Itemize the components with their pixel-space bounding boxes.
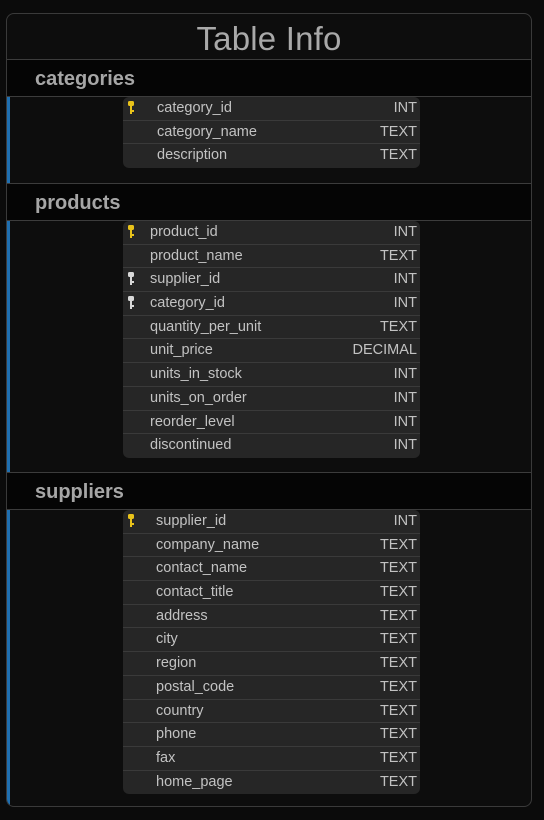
column-name: reorder_level xyxy=(150,413,235,430)
column-type: TEXT xyxy=(379,655,417,672)
column-name: units_on_order xyxy=(150,389,247,406)
column-row[interactable]: phone TEXT xyxy=(123,723,420,747)
column-row[interactable]: region TEXT xyxy=(123,652,420,676)
table-name: suppliers xyxy=(35,481,124,503)
column-type: TEXT xyxy=(379,536,417,553)
column-type: INT xyxy=(393,366,417,383)
section-accent-bar xyxy=(7,221,10,473)
column-row[interactable]: units_on_order INT xyxy=(123,387,420,411)
column-row[interactable]: category_id INT xyxy=(123,97,420,121)
column-name: city xyxy=(156,631,178,648)
column-row[interactable]: product_name TEXT xyxy=(123,245,420,269)
column-type: TEXT xyxy=(379,560,417,577)
column-row[interactable]: country TEXT xyxy=(123,700,420,724)
column-name: region xyxy=(156,655,197,672)
table-header[interactable]: categories xyxy=(7,59,531,97)
column-name: category_name xyxy=(157,123,257,140)
column-type: INT xyxy=(393,295,417,312)
foreign-key-icon xyxy=(126,295,136,311)
column-row[interactable]: supplier_id INT xyxy=(123,268,420,293)
column-name: supplier_id xyxy=(150,271,221,288)
column-row[interactable]: contact_title TEXT xyxy=(123,581,420,605)
column-name: unit_price xyxy=(150,342,213,359)
column-row[interactable]: category_name TEXT xyxy=(123,121,420,145)
column-row[interactable]: product_id INT xyxy=(123,221,420,245)
column-type: TEXT xyxy=(379,702,417,719)
column-row[interactable]: supplier_id INT xyxy=(123,510,420,534)
column-type: INT xyxy=(393,100,417,116)
column-name: supplier_id xyxy=(156,513,227,529)
foreign-key-icon xyxy=(126,271,136,287)
column-type: TEXT xyxy=(379,749,417,766)
column-type: TEXT xyxy=(379,631,417,648)
column-row[interactable]: unit_price DECIMAL xyxy=(123,339,420,364)
column-row[interactable]: postal_code TEXT xyxy=(123,676,420,700)
column-type: INT xyxy=(393,271,417,288)
column-name: contact_name xyxy=(156,560,248,577)
table-header[interactable]: suppliers xyxy=(7,472,531,510)
column-name: phone xyxy=(156,726,197,743)
column-name: fax xyxy=(156,749,176,766)
column-type: INT xyxy=(393,513,417,529)
column-name: contact_title xyxy=(156,584,234,601)
column-type: TEXT xyxy=(379,123,417,140)
column-name: quantity_per_unit xyxy=(150,318,262,335)
column-name: country xyxy=(156,702,204,719)
column-name: home_page xyxy=(156,773,233,790)
table-header[interactable]: products xyxy=(7,183,531,221)
primary-key-icon xyxy=(126,100,136,116)
primary-key-icon xyxy=(126,224,136,240)
column-name: postal_code xyxy=(156,678,235,695)
column-row[interactable]: address TEXT xyxy=(123,605,420,629)
page-title: Table Info xyxy=(196,20,342,57)
column-row[interactable]: units_in_stock INT xyxy=(123,363,420,387)
column-name: category_id xyxy=(150,295,225,312)
column-type: INT xyxy=(393,389,417,406)
column-type: TEXT xyxy=(379,726,417,743)
column-type: INT xyxy=(393,437,417,454)
column-name: product_id xyxy=(150,224,218,240)
section-accent-bar xyxy=(7,97,10,183)
column-name: units_in_stock xyxy=(150,366,242,383)
table-name: products xyxy=(35,192,121,214)
column-type: TEXT xyxy=(379,607,417,624)
column-row[interactable]: home_page TEXT xyxy=(123,771,420,795)
column-name: address xyxy=(156,607,208,624)
column-name: description xyxy=(157,147,228,164)
column-type: TEXT xyxy=(379,584,417,601)
section-accent-bar xyxy=(7,510,10,806)
column-row[interactable]: description TEXT xyxy=(123,144,420,168)
column-type: INT xyxy=(393,413,417,430)
column-row[interactable]: company_name TEXT xyxy=(123,534,420,558)
table-name: categories xyxy=(35,68,136,90)
column-row[interactable]: discontinued INT xyxy=(123,434,420,458)
column-type: DECIMAL xyxy=(352,342,417,359)
column-type: TEXT xyxy=(379,247,417,264)
column-name: product_name xyxy=(150,247,243,264)
column-row[interactable]: contact_name TEXT xyxy=(123,557,420,582)
column-name: category_id xyxy=(157,100,232,116)
column-row[interactable]: reorder_level INT xyxy=(123,411,420,435)
column-type: TEXT xyxy=(379,318,417,335)
column-row[interactable]: fax TEXT xyxy=(123,747,420,771)
primary-key-icon xyxy=(126,513,136,529)
column-name: company_name xyxy=(156,536,260,553)
column-type: TEXT xyxy=(379,147,417,164)
column-type: TEXT xyxy=(379,678,417,695)
column-row[interactable]: category_id INT xyxy=(123,292,420,316)
column-row[interactable]: city TEXT xyxy=(123,628,420,653)
column-type: INT xyxy=(393,224,417,240)
column-type: TEXT xyxy=(379,773,417,790)
column-name: discontinued xyxy=(150,437,232,454)
column-row[interactable]: quantity_per_unit TEXT xyxy=(123,316,420,340)
